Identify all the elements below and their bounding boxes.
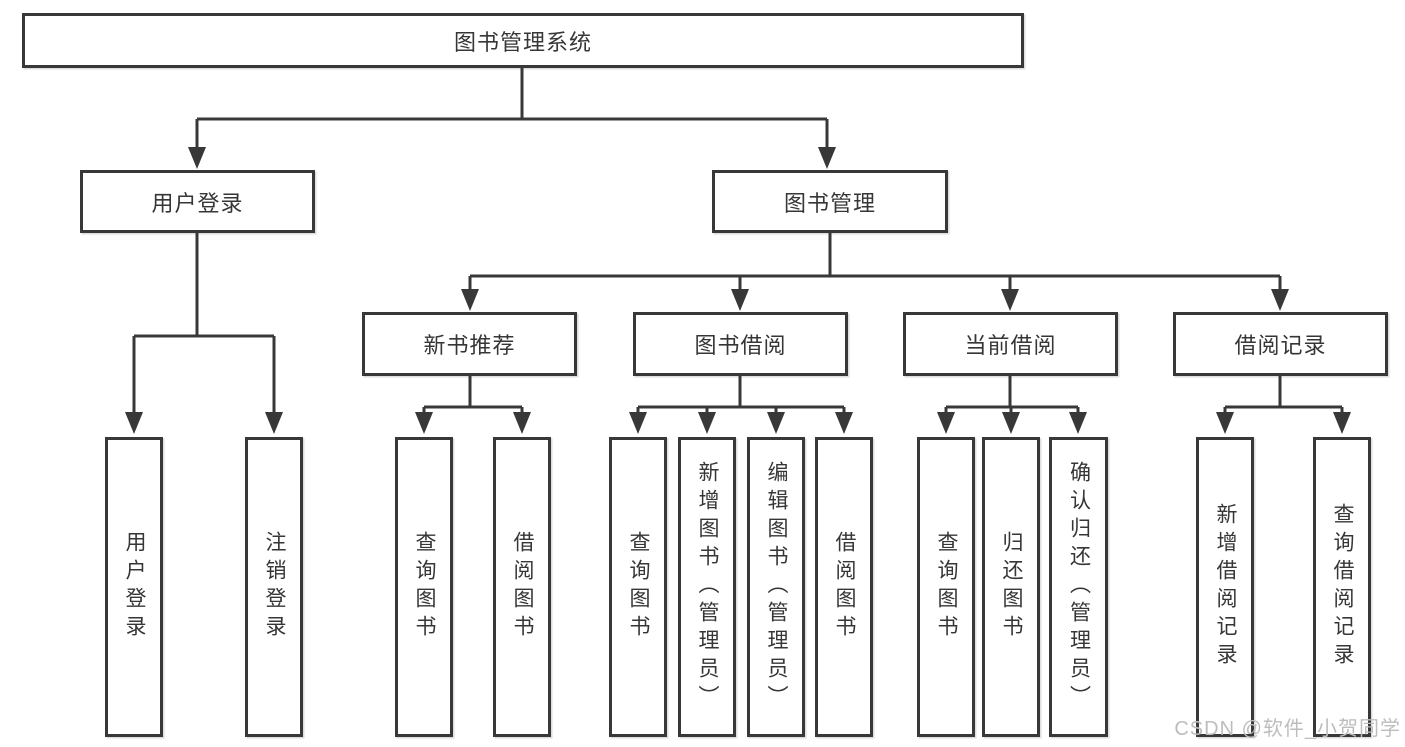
node-borrow-records: 借阅记录 — [1173, 312, 1388, 376]
node-book-borrow-label: 图书借阅 — [694, 333, 787, 358]
leaf-borrow-borrow-books-label: 借阅图书 — [833, 531, 856, 643]
arrowhead-borrow-records — [1271, 289, 1289, 311]
node-new-book-recommend: 新书推荐 — [362, 312, 577, 376]
csdn-watermark: CSDN @软件_小贺同学 — [1174, 718, 1401, 740]
leaf-borrow-query-books: 查询图书 — [609, 437, 667, 737]
leaf-borrow-add-books: 新增图书（管理员） — [678, 437, 736, 737]
leaf-records-query-record-label: 查询借阅记录 — [1331, 503, 1354, 671]
arrowhead-user-login — [188, 147, 206, 169]
leaf-borrow-edit-books-label: 编辑图书（管理员） — [765, 461, 788, 713]
leaf-newbook-borrow-books-label: 借阅图书 — [511, 531, 534, 643]
arrowhead-records-query — [1333, 412, 1351, 434]
arrowhead-book-mgmt — [818, 147, 836, 169]
leaf-records-add-record: 新增借阅记录 — [1196, 437, 1254, 737]
leaf-borrow-query-books-label: 查询图书 — [627, 531, 650, 643]
leaf-newbook-query-books: 查询图书 — [395, 437, 453, 737]
node-system-root-label: 图书管理系统 — [453, 29, 592, 55]
arrowhead-book-borrow — [731, 289, 749, 311]
leaf-current-confirm-return-label: 确认归还（管理员） — [1067, 461, 1091, 713]
node-user-login-label: 用户登录 — [151, 190, 244, 216]
node-system-root: 图书管理系统 — [22, 13, 1024, 68]
leaf-current-query-books-label: 查询图书 — [935, 531, 958, 643]
node-book-mgmt-label: 图书管理 — [783, 190, 876, 216]
arrowhead-current-query — [937, 412, 955, 434]
arrowhead-leaf-user-login — [125, 412, 143, 434]
arrowhead-newbook-borrow — [513, 412, 531, 434]
arrowhead-borrow-add — [698, 412, 716, 434]
leaf-logout: 注销登录 — [245, 437, 303, 737]
arrowhead-new-book-recommend — [461, 289, 479, 311]
leaf-records-query-record: 查询借阅记录 — [1313, 437, 1371, 737]
leaf-current-confirm-return: 确认归还（管理员） — [1049, 437, 1108, 737]
node-book-borrow: 图书借阅 — [633, 312, 848, 376]
node-new-book-recommend-label: 新书推荐 — [423, 333, 516, 358]
arrowhead-newbook-query — [415, 412, 433, 434]
arrowhead-current-return — [1002, 412, 1020, 434]
leaf-newbook-query-books-label: 查询图书 — [413, 531, 436, 643]
node-user-login: 用户登录 — [80, 170, 315, 233]
leaf-logout-label: 注销登录 — [263, 531, 286, 643]
arrowhead-current-borrow — [1001, 289, 1019, 311]
leaf-borrow-borrow-books: 借阅图书 — [815, 437, 873, 737]
node-book-mgmt: 图书管理 — [712, 170, 948, 233]
leaf-borrow-edit-books: 编辑图书（管理员） — [747, 437, 805, 737]
leaf-current-query-books: 查询图书 — [917, 437, 975, 737]
arrowhead-borrow-borrow — [835, 412, 853, 434]
arrowhead-borrow-edit — [767, 412, 785, 434]
leaf-records-add-record-label: 新增借阅记录 — [1214, 503, 1237, 671]
arrowhead-borrow-query — [629, 412, 647, 434]
node-current-borrow: 当前借阅 — [903, 312, 1118, 376]
node-borrow-records-label: 借阅记录 — [1234, 333, 1327, 358]
leaf-current-return-books-label: 归还图书 — [1000, 531, 1023, 643]
arrowhead-current-confirm — [1069, 412, 1087, 434]
node-current-borrow-label: 当前借阅 — [964, 333, 1057, 358]
arrowhead-leaf-logout — [265, 412, 283, 434]
leaf-user-login-label: 用户登录 — [123, 531, 146, 643]
leaf-user-login: 用户登录 — [105, 437, 163, 737]
arrowhead-records-add — [1216, 412, 1234, 434]
leaf-borrow-add-books-label: 新增图书（管理员） — [696, 461, 719, 713]
leaf-newbook-borrow-books: 借阅图书 — [493, 437, 551, 737]
leaf-current-return-books: 归还图书 — [982, 437, 1040, 737]
